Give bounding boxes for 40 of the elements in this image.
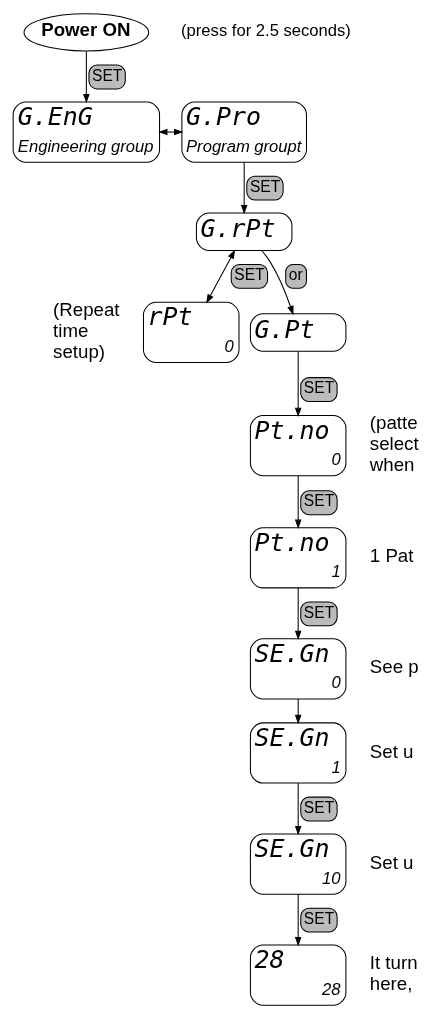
node-label: (Repeat time setup) [53,298,120,362]
arrow [83,50,90,103]
node-label: Set u [369,740,414,762]
edge-label: SET [303,491,335,509]
arrow [240,161,248,214]
node-box: rPt 0 [142,301,240,363]
node-label: Set u [369,851,414,873]
edge-label: SET [303,378,335,396]
arrow [294,587,302,640]
arrow [206,249,236,304]
arrow [158,128,184,135]
edge-label: SET [303,909,335,927]
node-box: SE.Gn 10 [249,832,347,895]
node-label: See p [369,655,419,677]
node-box: Pt.no 1 [249,526,347,588]
node-box: G.rPt [195,212,293,251]
edge-label: or [288,265,303,283]
node-label: 1 Pat [369,544,414,566]
arrow [294,782,302,835]
edge-label: SET [249,177,281,195]
arrow [294,474,302,529]
node-box: Pt.no 0 [249,414,347,476]
node-label: (patte select when [369,411,419,475]
node-box: G.Pt [249,312,347,352]
arrow [294,350,302,417]
node-box: G.Pro Program groupt [181,100,307,163]
edge-label: SET [234,265,265,283]
edge-label: SET [303,602,335,620]
edge-label: SET [92,66,123,84]
edge-label: SET [303,798,335,816]
arrow [294,893,302,946]
node-ellipse: Power ON [23,12,150,52]
arrow [294,698,302,724]
node-label: It turn here, [369,951,418,994]
node-box: SE.Gn 1 [249,721,347,784]
node-box: 28 28 [249,944,347,1006]
label: (press for 2.5 seconds) [181,20,351,40]
node-box: G.EnG Engineering group [12,100,161,163]
arrow [261,249,294,315]
node-box: SE.Gn 0 [249,637,347,699]
